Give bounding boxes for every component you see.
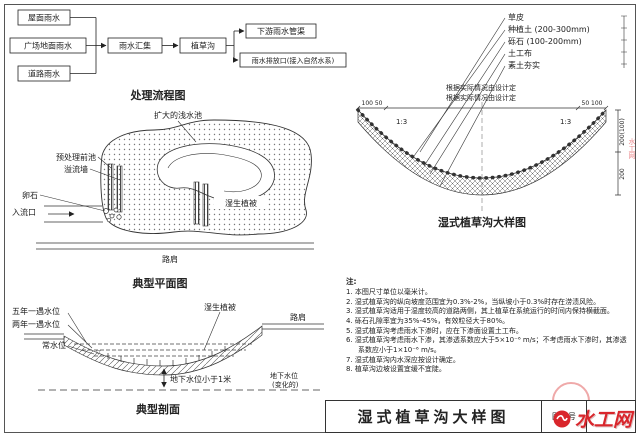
detail-right-dimension bbox=[615, 109, 621, 196]
expanded-pool-label: 扩大的浅水池 bbox=[154, 110, 202, 120]
title-block: 湿式植草沟大样图 图集号 bbox=[325, 400, 636, 433]
side-watermark-text: 水工网 bbox=[628, 138, 636, 159]
flow-source-road-label: 道路雨水 bbox=[28, 69, 60, 79]
section-vegetation-ticks bbox=[107, 346, 226, 366]
gw-label-line2: (变化的) bbox=[272, 380, 299, 389]
design-note-2: 根据实际情况由设计定 bbox=[446, 93, 516, 102]
flow-source-plaza-label: 广场地面雨水 bbox=[24, 41, 72, 51]
note-item: 1. 本图尺寸单位以毫米计。 bbox=[346, 288, 432, 296]
section-leader-lines bbox=[67, 311, 221, 355]
note-item: 4. 砾石孔隙率宜为35%-45%，有效粒径大于80%。 bbox=[346, 316, 510, 325]
overflow-weir-walls bbox=[107, 163, 209, 227]
note-item: 6. 湿式植草沟考虑雨水下渗，其渗透系数应大于5×10⁻⁶ m/s；不考虑雨水下… bbox=[346, 336, 627, 354]
plan-pool-inner-line bbox=[167, 153, 262, 193]
material-leader-lines bbox=[413, 15, 627, 187]
wet-vegetation-label: 湿生植被 bbox=[225, 198, 257, 208]
normal-level-label: 常水位 bbox=[42, 340, 66, 350]
material-gravel-label: 砾石 (100-200mm) bbox=[508, 36, 582, 46]
plan-pool-island bbox=[156, 143, 275, 202]
section-caption: 典型剖面 bbox=[136, 402, 180, 416]
drawing-title: 湿式植草沟大样图 bbox=[326, 401, 542, 432]
notes-title: 注: bbox=[346, 277, 357, 286]
sheet-border-frame bbox=[4, 4, 636, 433]
flow-chart-caption: 处理流程图 bbox=[130, 88, 186, 102]
shuigong-logo-icon bbox=[553, 410, 571, 427]
water-level-mark: ▽ bbox=[96, 349, 101, 356]
slope-left-label: 1:3 bbox=[396, 118, 407, 126]
two-year-level-label: 两年一遇水位 bbox=[12, 319, 60, 329]
material-compacted-soil-label: 素土夯实 bbox=[508, 60, 540, 70]
section-shoulder-label: 路肩 bbox=[290, 312, 306, 322]
flow-out-bottom-label: 雨水排放口(接入自然水系) bbox=[252, 56, 335, 65]
slope-right-label: 1:3 bbox=[560, 118, 571, 126]
plan-view-figure: 扩大的浅水池 预处理前池 溢流墙 卵石 入流口 湿生植被 路肩 典型平面图 bbox=[12, 110, 314, 290]
forebay-label: 预处理前池 bbox=[56, 152, 96, 162]
detail-caption: 湿式植草沟大样图 bbox=[438, 215, 526, 229]
notes-block: 注: 1. 本图尺寸单位以毫米计。 2. 湿式植草沟的纵向坡度范围宜为0.3%-… bbox=[346, 276, 632, 375]
material-geotextile-label: 土工布 bbox=[508, 48, 532, 58]
cobble-stones bbox=[103, 207, 122, 223]
inlet-label: 入流口 bbox=[12, 207, 36, 217]
gw-label-line1: 地下水位 bbox=[270, 371, 298, 380]
detail-top-dimension bbox=[355, 105, 609, 111]
dim-left-label: 100 50 bbox=[362, 100, 383, 107]
flow-collect-label: 雨水汇集 bbox=[119, 41, 151, 51]
note-item: 2. 湿式植草沟的纵向坡度范围宜为0.3%-2%，当纵坡小于0.3%时存在涝渍风… bbox=[346, 297, 601, 306]
wet-vegetation-label-bg bbox=[214, 196, 268, 209]
plan-leader-lines bbox=[39, 120, 197, 212]
overflow-weir-label: 溢流墙 bbox=[64, 164, 88, 174]
material-planting-soil-label: 种植土 (200-300mm) bbox=[508, 24, 590, 34]
section-road-lines bbox=[24, 323, 324, 340]
gw-depth-label: 地下水位小于1米 bbox=[170, 374, 231, 384]
design-note-1: 根据实际情况由设计定 bbox=[446, 83, 516, 92]
section-soil-band bbox=[63, 325, 263, 376]
dim-v2-label: 200 bbox=[619, 168, 626, 180]
five-year-level-label: 五年一遇水位 bbox=[12, 306, 60, 316]
plan-view-caption: 典型平面图 bbox=[133, 276, 188, 290]
note-item: 3. 湿式植草沟适用于湿度较高的道路两侧，其上植草在系统运行的时间内保持横截面。 bbox=[346, 307, 614, 316]
inlet-channel bbox=[44, 205, 103, 223]
flow-source-roof-label: 屋面雨水 bbox=[28, 13, 60, 23]
flow-chart-figure: 屋面雨水 广场地面雨水 道路雨水 雨水汇集 植草沟 下游雨水管渠 雨水排放口(接… bbox=[9, 9, 347, 102]
material-turf-label: 草皮 bbox=[508, 12, 524, 22]
shoulder-label: 路肩 bbox=[162, 254, 178, 264]
note-item: 7. 湿式植草沟内水深应按设计确定。 bbox=[346, 355, 460, 364]
plan-road-edge-lines bbox=[36, 242, 314, 250]
dim-right-label: 50 100 bbox=[582, 100, 603, 107]
note-item: 5. 湿式植草沟考虑雨水下渗时，应在下渗面设置土工布。 bbox=[346, 326, 523, 335]
cobble-label: 卵石 bbox=[22, 190, 38, 200]
flow-out-top-label: 下游雨水管渠 bbox=[257, 26, 305, 36]
flow-swale-label: 植草沟 bbox=[191, 41, 215, 51]
dim-v1-label: 200(100) bbox=[619, 118, 626, 146]
watermark: 水工网 bbox=[553, 405, 632, 432]
section-figure: 五年一遇水位 两年一遇水位 常水位 ▽ 湿生植被 路肩 地下水位小于1米 地下水… bbox=[12, 302, 324, 416]
section-water-levels bbox=[74, 343, 254, 357]
watermark-brand-text: 水工网 bbox=[574, 409, 632, 431]
detail-figure: 草皮 种植土 (200-300mm) 砾石 (100-200mm) 土工布 素土… bbox=[355, 12, 627, 229]
section-wet-vegetation-label: 湿生植被 bbox=[204, 302, 236, 312]
note-item: 8. 植草沟边坡设置宜缓不宜陡。 bbox=[346, 365, 446, 374]
